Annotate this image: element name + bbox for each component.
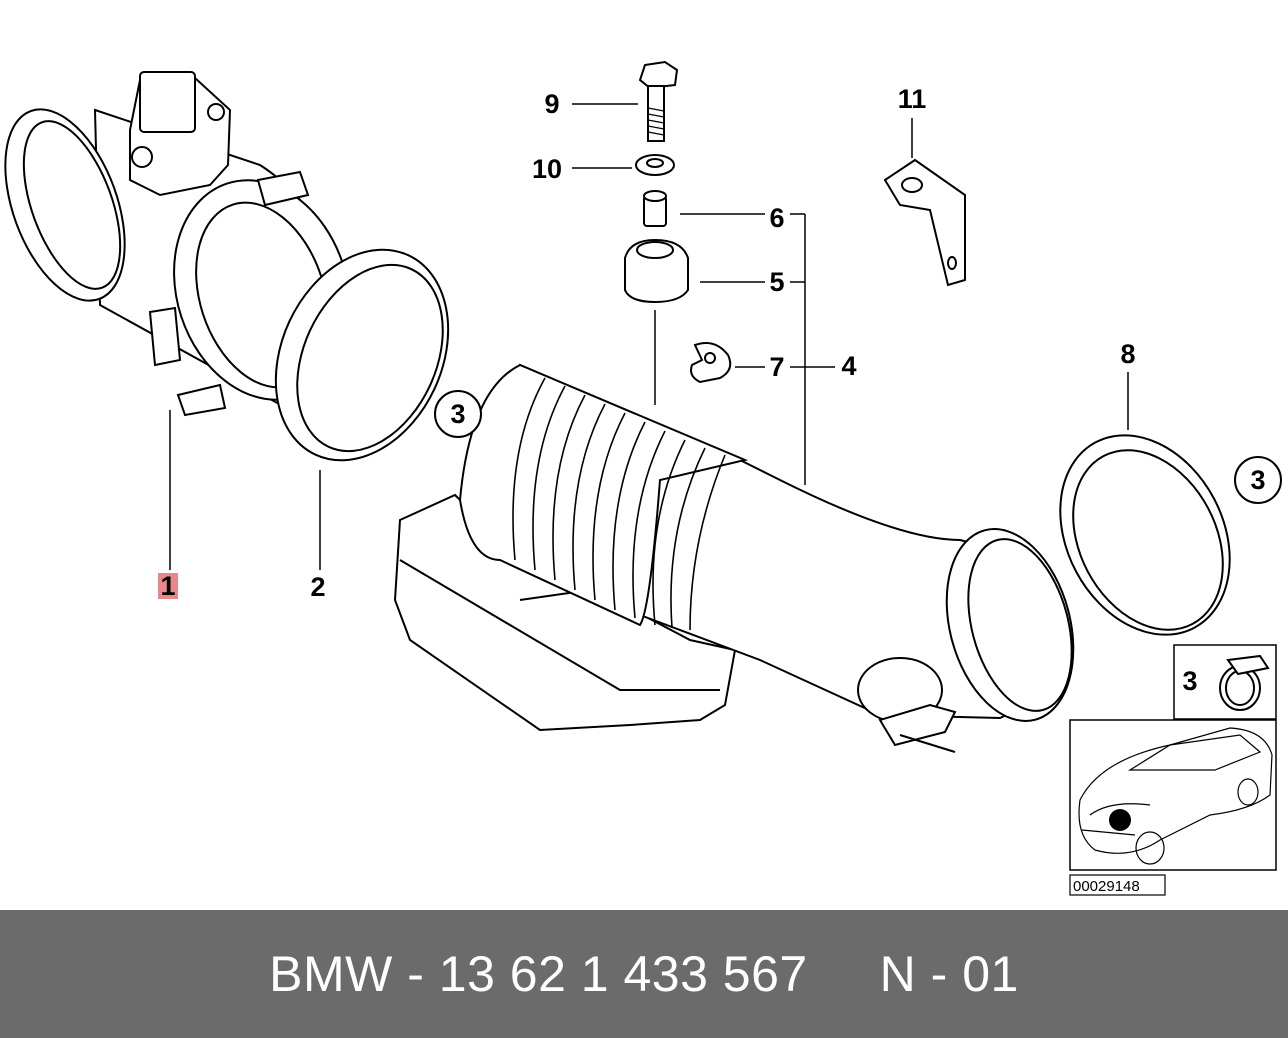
callout-3a: 3 [450,399,465,429]
hose-clamp-inset: 3 [1173,644,1277,720]
callout-3b: 3 [1250,465,1265,495]
rubber-mount-part [624,238,689,304]
clip-part [690,342,732,384]
callout-3-circle-b [1234,456,1282,504]
reference-number-box: 00029148 [1069,874,1166,896]
callout-1-highlight [158,573,178,599]
location-marker [1109,809,1131,831]
reference-number: 00029148 [1073,878,1140,895]
callout-3c: 3 [1182,666,1197,696]
exploded-parts-drawing: 1 2 3 3 4 5 6 7 8 9 10 11 3 [4,60,1282,896]
leader-lines [169,103,1129,570]
intake-boot-part [393,363,1075,753]
callout-3-circle-a [434,390,482,438]
bracket-part [883,158,966,287]
bolt-part [638,60,679,142]
callout-11: 11 [898,84,927,114]
callout-1: 1 [160,571,175,601]
callout-2: 2 [310,572,325,602]
callout-9: 9 [544,89,559,119]
footer-bar: BMW - 13 62 1 433 567 N - 01 [0,910,1288,1038]
callout-6: 6 [769,203,784,233]
washer-part [635,154,675,176]
callout-10: 10 [532,154,562,184]
car-locator-inset [1069,719,1277,871]
bushing-part [643,190,667,227]
callout-labels: 1 2 3 3 4 5 6 7 8 9 10 11 [158,84,1282,602]
callout-7: 7 [769,352,784,382]
callout-5: 5 [769,267,784,297]
callout-4: 4 [841,351,856,381]
callout-8: 8 [1120,339,1135,369]
sealing-ring-part [274,248,450,462]
parts-diagram: 1 2 3 3 4 5 6 7 8 9 10 11 3 [4,60,1282,896]
clamp-ring-part [1059,434,1231,636]
part-number-caption: BMW - 13 62 1 433 567 N - 01 [269,946,1019,1002]
